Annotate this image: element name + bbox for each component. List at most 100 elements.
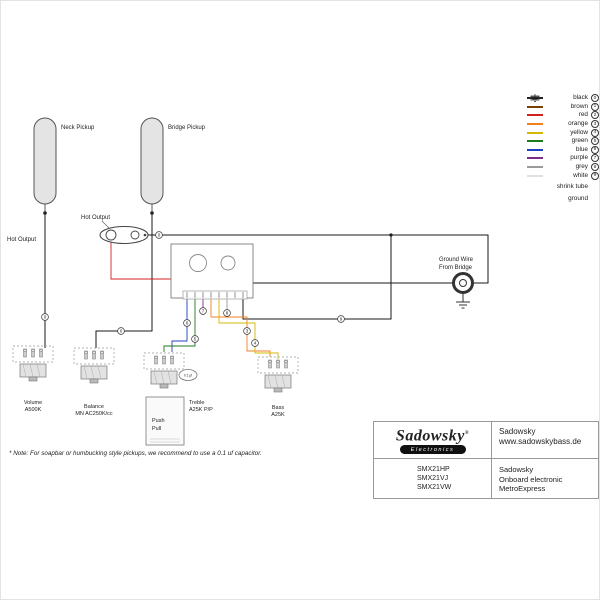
color-swatch: [527, 105, 543, 108]
wire-marker: 7: [199, 307, 207, 315]
hot-output-mid: Hot Output: [81, 215, 110, 229]
legend-row: grey 8: [527, 163, 599, 172]
circuit-board: [170, 243, 254, 300]
model-number: SMX21VJ: [417, 475, 449, 482]
model-numbers-cell: SMX21HP SMX21VJ SMX21VW: [374, 459, 492, 498]
wire-marker: 5: [191, 335, 199, 343]
legend-color-number: 0: [591, 94, 599, 103]
wire-yellow-bass: [218, 299, 279, 359]
volume-label: Volume: [24, 400, 42, 406]
legend-color-number: 1: [591, 102, 599, 111]
color-swatch: [527, 148, 543, 151]
ground-symbol: [456, 301, 470, 309]
legend-row: red 2: [527, 111, 599, 120]
product-cell: Sadowsky Onboard electronic MetroExpress: [492, 459, 598, 498]
legend-row: white 9: [527, 171, 599, 180]
svg-text:0: 0: [158, 233, 161, 238]
legend-color-number: 5: [591, 137, 599, 146]
pull-label: Pull: [152, 426, 161, 432]
treble-value: A25K P/P: [189, 407, 213, 413]
color-swatch: [527, 123, 543, 126]
model-number: SMX21HP: [417, 466, 450, 473]
wire-marker: 9: [337, 315, 345, 323]
legend-color-number: 6: [591, 145, 599, 154]
wire-green-treble: [163, 299, 196, 352]
bridge-pickup: Bridge Pickup: [140, 117, 206, 215]
legend-color-number: 9: [591, 171, 599, 180]
wire-markers: 0 0 0 6 5 3 4: [41, 231, 345, 347]
neck-pickup: Neck Pickup: [33, 117, 95, 215]
wire-marker: 0: [41, 313, 49, 321]
color-swatch: [527, 157, 543, 160]
wire-marker: 4: [251, 339, 259, 347]
svg-text:9: 9: [340, 317, 343, 322]
company-name: Sadowsky: [499, 427, 536, 436]
svg-text:3: 3: [246, 329, 249, 334]
bridge-ground-washer: Ground Wire From Bridge: [439, 257, 474, 309]
svg-text:5: 5: [194, 337, 197, 342]
legend-color-label: blue: [575, 145, 588, 153]
color-swatch: [527, 131, 543, 134]
hot-output-left-label: Hot Output: [7, 237, 36, 243]
legend-color-number: 7: [591, 154, 599, 163]
product-line: Sadowsky: [499, 465, 534, 474]
legend-color-label: green: [571, 137, 588, 145]
legend-row-shrink-tube: shrink tube: [527, 95, 599, 192]
legend-color-number: 4: [591, 128, 599, 137]
legend-color-number: 2: [591, 111, 599, 120]
registered-mark: ®: [464, 430, 470, 436]
wires: [44, 213, 489, 359]
ground-wire-label-2: From Bridge: [439, 265, 473, 271]
logo-wordmark: Sadowsky®: [395, 427, 470, 445]
push-label: Push: [152, 418, 165, 424]
wire-orange-bass: [210, 299, 271, 357]
logo-electronics-bar: Electronics: [399, 445, 466, 455]
product-line: Onboard electronic: [499, 474, 563, 484]
sadowsky-logo: Sadowsky® Electronics: [374, 422, 492, 459]
color-swatch: [527, 140, 543, 143]
volume-pot: [12, 345, 54, 382]
legend-color-label: red: [578, 111, 588, 119]
company-website: www.sadowskybass.de: [499, 437, 582, 446]
neck-pickup-label: Neck Pickup: [61, 125, 95, 131]
footnote: * Note: For soapbar or humbucking style …: [9, 450, 262, 457]
legend-color-label: purple: [570, 154, 588, 162]
legend-row: orange 3: [527, 120, 599, 129]
wire-marker: 3: [243, 327, 251, 335]
push-pull-switch: Push Pull: [145, 396, 185, 446]
treble-pot: [143, 352, 185, 389]
wire-marker: 8: [223, 309, 231, 317]
svg-text:0: 0: [120, 329, 123, 334]
hot-output-mid-label: Hot Output: [81, 215, 110, 221]
legend-row-ground: ground: [527, 94, 599, 204]
output-jack: [99, 226, 149, 244]
svg-text:0: 0: [44, 315, 47, 320]
bass-value: A25K: [271, 412, 285, 418]
legend-row: green 5: [527, 137, 599, 146]
balance-value: MN AC250K/cc: [75, 411, 113, 417]
color-swatch: [527, 166, 543, 169]
legend-color-number: 3: [591, 120, 599, 129]
legend-row: black 0: [527, 94, 599, 103]
color-swatch: [527, 174, 543, 177]
wire-marker: 0: [117, 327, 125, 335]
legend-row: purple 7: [527, 154, 599, 163]
color-swatch: [527, 97, 543, 100]
balance-label: Balance: [84, 404, 104, 410]
wire-red-jack-board: [110, 242, 171, 280]
legend-row: brown 1: [527, 102, 599, 112]
legend-row: yellow 4: [527, 128, 599, 137]
capacitor: 0.1 µf: [178, 369, 198, 381]
wire-marker: 6: [183, 319, 191, 327]
company-cell: Sadowsky www.sadowskybass.de: [492, 422, 598, 459]
product-line: MetroExpress: [499, 484, 546, 493]
junction-dot: [389, 233, 393, 237]
title-block: Sadowsky® Electronics Sadowsky www.sadow…: [373, 421, 599, 499]
ground-label: ground: [568, 194, 588, 202]
legend-row: blue 6: [527, 145, 599, 155]
svg-text:6: 6: [186, 321, 189, 326]
bass-label: Bass: [272, 405, 284, 411]
shrink-tube-label: shrink tube: [556, 183, 588, 191]
wire-output-bus: [148, 234, 489, 284]
